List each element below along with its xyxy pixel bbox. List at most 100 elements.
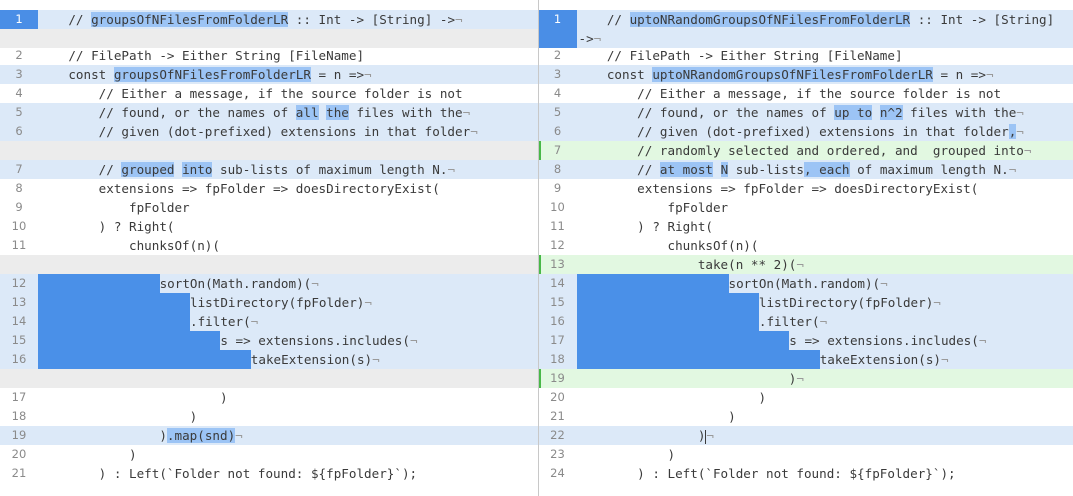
- code-line[interactable]: // given (dot-prefixed) extensions in th…: [577, 122, 1073, 141]
- code-line[interactable]: .filter(¬: [576, 312, 1073, 331]
- code-line[interactable]: // found, or the names of all the files …: [38, 103, 538, 122]
- line-number[interactable]: 13: [11, 295, 27, 309]
- line-number[interactable]: 10: [550, 200, 565, 214]
- code-line[interactable]: takeExtension(s)¬: [576, 350, 1073, 369]
- code-line[interactable]: ): [577, 445, 1073, 464]
- line-number[interactable]: 19: [11, 428, 27, 442]
- line-number[interactable]: [0, 255, 38, 274]
- line-number[interactable]: 3: [15, 67, 23, 81]
- code-line[interactable]: // grouped into sub-lists of maximum len…: [38, 160, 538, 179]
- line-number[interactable]: 11: [11, 238, 27, 252]
- line-number[interactable]: 18: [11, 409, 27, 423]
- line-number[interactable]: 20: [11, 447, 27, 461]
- code-line[interactable]: ) : Left(`Folder not found: ${fpFolder}`…: [577, 464, 1073, 483]
- code-line[interactable]: sortOn(Math.random)(¬: [576, 274, 1073, 293]
- code-line[interactable]: // found, or the names of up to n^2 file…: [577, 103, 1073, 122]
- code-line[interactable]: ) : Left(`Folder not found: ${fpFolder}`…: [38, 464, 538, 483]
- line-number[interactable]: 10: [11, 219, 27, 233]
- code-line[interactable]: ).map(snd)¬: [38, 426, 538, 445]
- code-line[interactable]: chunksOf(n)(: [577, 236, 1073, 255]
- code-line[interactable]: const groupsOfNFilesFromFolderLR = n =>¬: [38, 65, 538, 84]
- code-line[interactable]: // randomly selected and ordered, and gr…: [577, 141, 1073, 160]
- pane-divider[interactable]: [537, 0, 539, 496]
- right-pane[interactable]: 1 // uptoNRandomGroupsOfNFilesFromFolder…: [538, 0, 1073, 496]
- line-number[interactable]: 8: [15, 181, 23, 195]
- code-line[interactable]: // FilePath -> Either String [FileName]: [577, 46, 1073, 65]
- line-number[interactable]: 13: [550, 257, 565, 271]
- code-line[interactable]: s => extensions.includes(¬: [576, 331, 1073, 350]
- line-number[interactable]: 2: [553, 48, 562, 62]
- code-line[interactable]: fpFolder: [577, 198, 1073, 217]
- code-line[interactable]: takeExtension(s)¬: [38, 350, 538, 369]
- line-number[interactable]: 17: [11, 390, 27, 404]
- line-number[interactable]: 21: [11, 466, 27, 480]
- line-number[interactable]: 9: [15, 200, 23, 214]
- code-line[interactable]: .filter(¬: [38, 312, 538, 331]
- code-line[interactable]: // FilePath -> Either String [FileName]: [38, 46, 538, 65]
- line-number[interactable]: 1: [538, 10, 577, 29]
- line-number[interactable]: 11: [550, 219, 565, 233]
- line-number[interactable]: 5: [15, 105, 23, 119]
- line-number[interactable]: 4: [15, 86, 23, 100]
- left-pane[interactable]: 1 // groupsOfNFilesFromFolderLR :: Int -…: [0, 0, 538, 496]
- line-number[interactable]: [538, 29, 577, 48]
- line-number[interactable]: 15: [550, 295, 565, 309]
- code-line[interactable]: ): [38, 407, 538, 426]
- line-number[interactable]: 8: [553, 162, 562, 176]
- code-line[interactable]: ): [38, 445, 538, 464]
- code-line[interactable]: s => extensions.includes(¬: [38, 331, 538, 350]
- code-line[interactable]: [38, 255, 538, 274]
- line-number[interactable]: 24: [550, 466, 565, 480]
- code-line[interactable]: extensions => fpFolder => doesDirectoryE…: [577, 179, 1073, 198]
- code-line[interactable]: fpFolder: [38, 198, 538, 217]
- line-number[interactable]: 7: [15, 162, 23, 176]
- line-number[interactable]: 6: [15, 124, 23, 138]
- code-line[interactable]: // uptoNRandomGroupsOfNFilesFromFolderLR…: [577, 10, 1073, 29]
- line-number[interactable]: 22: [550, 428, 565, 442]
- code-line[interactable]: const uptoNRandomGroupsOfNFilesFromFolde…: [577, 65, 1073, 84]
- line-number[interactable]: 1: [0, 10, 38, 29]
- code-line[interactable]: // Either a message, if the source folde…: [38, 84, 538, 103]
- code-line[interactable]: // Either a message, if the source folde…: [577, 84, 1073, 103]
- code-line[interactable]: extensions => fpFolder => doesDirectoryE…: [38, 179, 538, 198]
- line-number[interactable]: 5: [553, 105, 562, 119]
- code-line[interactable]: // at most N sub-lists, each of maximum …: [577, 160, 1073, 179]
- code-line[interactable]: chunksOf(n)(: [38, 236, 538, 255]
- code-line[interactable]: listDirectory(fpFolder)¬: [576, 293, 1073, 312]
- line-number[interactable]: 12: [11, 276, 27, 290]
- line-number[interactable]: 12: [550, 238, 565, 252]
- code-line[interactable]: ->¬: [579, 29, 1073, 48]
- code-line[interactable]: // groupsOfNFilesFromFolderLR :: Int -> …: [38, 10, 538, 29]
- code-line[interactable]: take(n ** 2)(¬: [577, 255, 1073, 274]
- line-number[interactable]: 18: [550, 352, 565, 366]
- line-number[interactable]: 3: [553, 67, 562, 81]
- code-line[interactable]: ): [577, 388, 1073, 407]
- code-line[interactable]: )¬: [577, 426, 1073, 445]
- line-number[interactable]: 4: [553, 86, 562, 100]
- line-number[interactable]: 16: [550, 314, 565, 328]
- line-number[interactable]: [0, 369, 38, 388]
- line-number[interactable]: 15: [11, 333, 27, 347]
- line-number[interactable]: [0, 141, 38, 160]
- line-number[interactable]: 9: [553, 181, 562, 195]
- code-line[interactable]: ): [38, 388, 538, 407]
- line-number[interactable]: 7: [553, 143, 562, 157]
- line-number[interactable]: 17: [550, 333, 565, 347]
- line-number[interactable]: 20: [550, 390, 565, 404]
- line-number[interactable]: 21: [550, 409, 565, 423]
- line-number[interactable]: 6: [553, 124, 562, 138]
- line-number[interactable]: 2: [15, 48, 23, 62]
- line-number[interactable]: 14: [11, 314, 27, 328]
- code-line[interactable]: [38, 141, 538, 160]
- code-line[interactable]: ) ? Right(: [577, 217, 1073, 236]
- code-line[interactable]: ): [577, 407, 1073, 426]
- line-number[interactable]: 16: [11, 352, 27, 366]
- code-line[interactable]: // given (dot-prefixed) extensions in th…: [38, 122, 538, 141]
- code-line[interactable]: )¬: [577, 369, 1073, 388]
- code-line[interactable]: listDirectory(fpFolder)¬: [38, 293, 538, 312]
- line-number[interactable]: 14: [550, 276, 565, 290]
- code-line[interactable]: [38, 369, 538, 388]
- line-number[interactable]: 23: [550, 447, 565, 461]
- code-line[interactable]: sortOn(Math.random)(¬: [38, 274, 538, 293]
- line-number[interactable]: 19: [550, 371, 565, 385]
